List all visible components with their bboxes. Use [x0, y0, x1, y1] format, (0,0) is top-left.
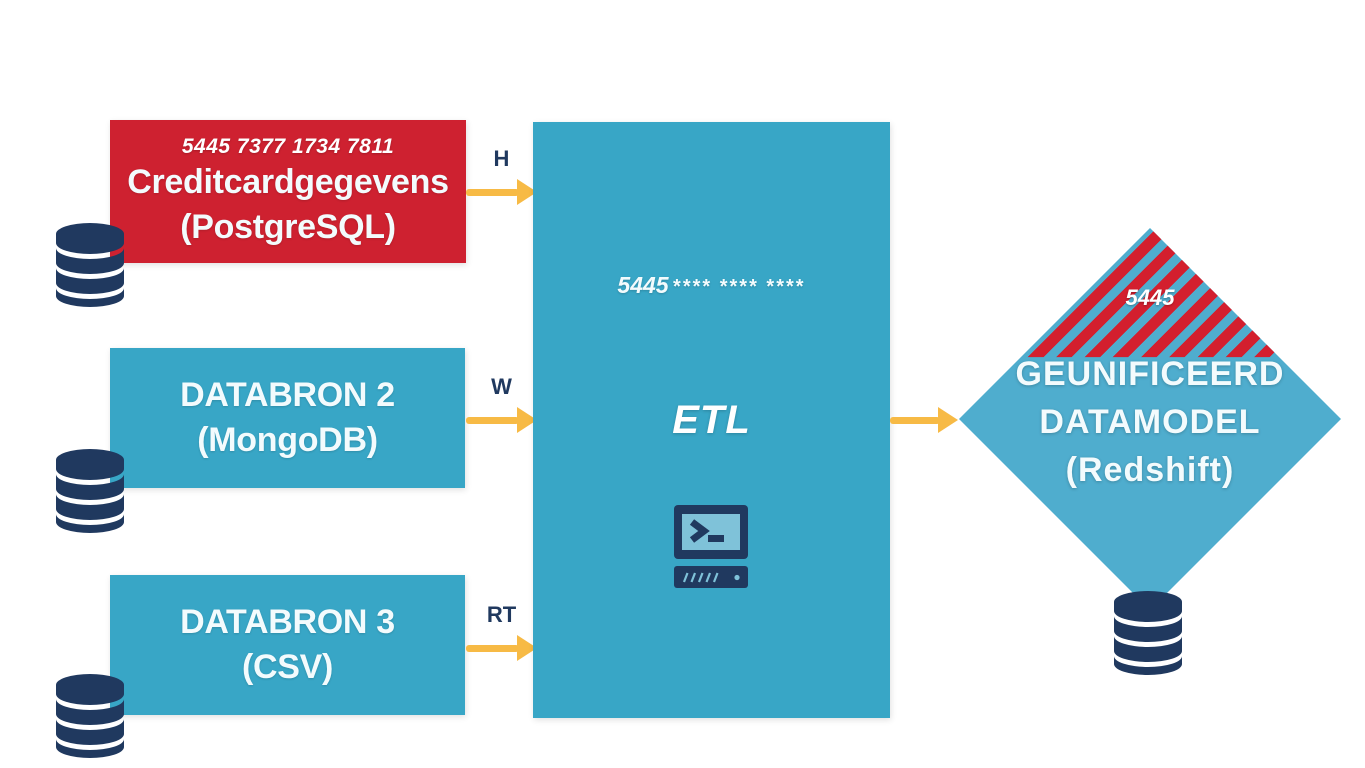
arrow-head-icon	[938, 407, 958, 433]
arrow-shaft	[466, 645, 519, 652]
source-creditcard-subtitle: (PostgreSQL)	[180, 207, 396, 246]
terminal-icon	[674, 505, 748, 588]
arrow-rt: RT	[466, 602, 537, 661]
arrow-h-label: H	[493, 146, 510, 171]
arrow-shaft	[466, 417, 519, 424]
etl-box: 5445 **** **** **** ETL	[533, 122, 890, 718]
creditcard-number: 5445 7377 1734 7811	[181, 134, 395, 158]
target-line2: DATAMODEL	[1039, 403, 1261, 441]
arrow-w: W	[466, 374, 537, 433]
source-databron2-subtitle: (MongoDB)	[197, 421, 378, 459]
database-icon	[56, 449, 124, 533]
source-creditcard-box: 5445 7377 1734 7811 Creditcardgegevens (…	[110, 120, 466, 263]
arrow-shaft	[466, 189, 519, 196]
masked-card-prefix: 5445	[617, 272, 669, 298]
database-icon	[56, 223, 124, 307]
database-icon	[1114, 591, 1182, 675]
arrow-to-target	[890, 407, 958, 433]
arrow-shaft	[890, 417, 940, 424]
source-databron3-title: DATABRON 3	[180, 603, 395, 641]
target-line3: (Redshift)	[1065, 451, 1235, 489]
masked-card-stars: **** **** ****	[673, 276, 806, 298]
source-creditcard-title: Creditcardgegevens	[127, 162, 449, 201]
target-diamond: 5445 GEUNIFICEERD DATAMODEL (Redshift)	[959, 228, 1341, 610]
source-databron3-subtitle: (CSV)	[241, 648, 334, 686]
target-line1: GEUNIFICEERD	[1015, 355, 1285, 393]
arrow-head-icon	[517, 635, 537, 661]
arrow-head-icon	[517, 179, 537, 205]
arrow-w-label: W	[491, 374, 512, 399]
target-label: GEUNIFICEERD DATAMODEL (Redshift)	[914, 350, 1365, 494]
etl-label: ETL	[672, 398, 751, 442]
source-databron3-box: DATABRON 3 (CSV)	[110, 575, 465, 715]
diamond-card-prefix: 5445	[1125, 285, 1175, 310]
source-databron2-box: DATABRON 2 (MongoDB)	[110, 348, 465, 488]
source-databron2-title: DATABRON 2	[180, 376, 395, 414]
arrow-head-icon	[517, 407, 537, 433]
masked-card-number: 5445 **** **** ****	[533, 272, 890, 299]
arrow-rt-label: RT	[486, 602, 517, 627]
arrow-h: H	[466, 146, 537, 205]
database-icon	[56, 674, 124, 758]
